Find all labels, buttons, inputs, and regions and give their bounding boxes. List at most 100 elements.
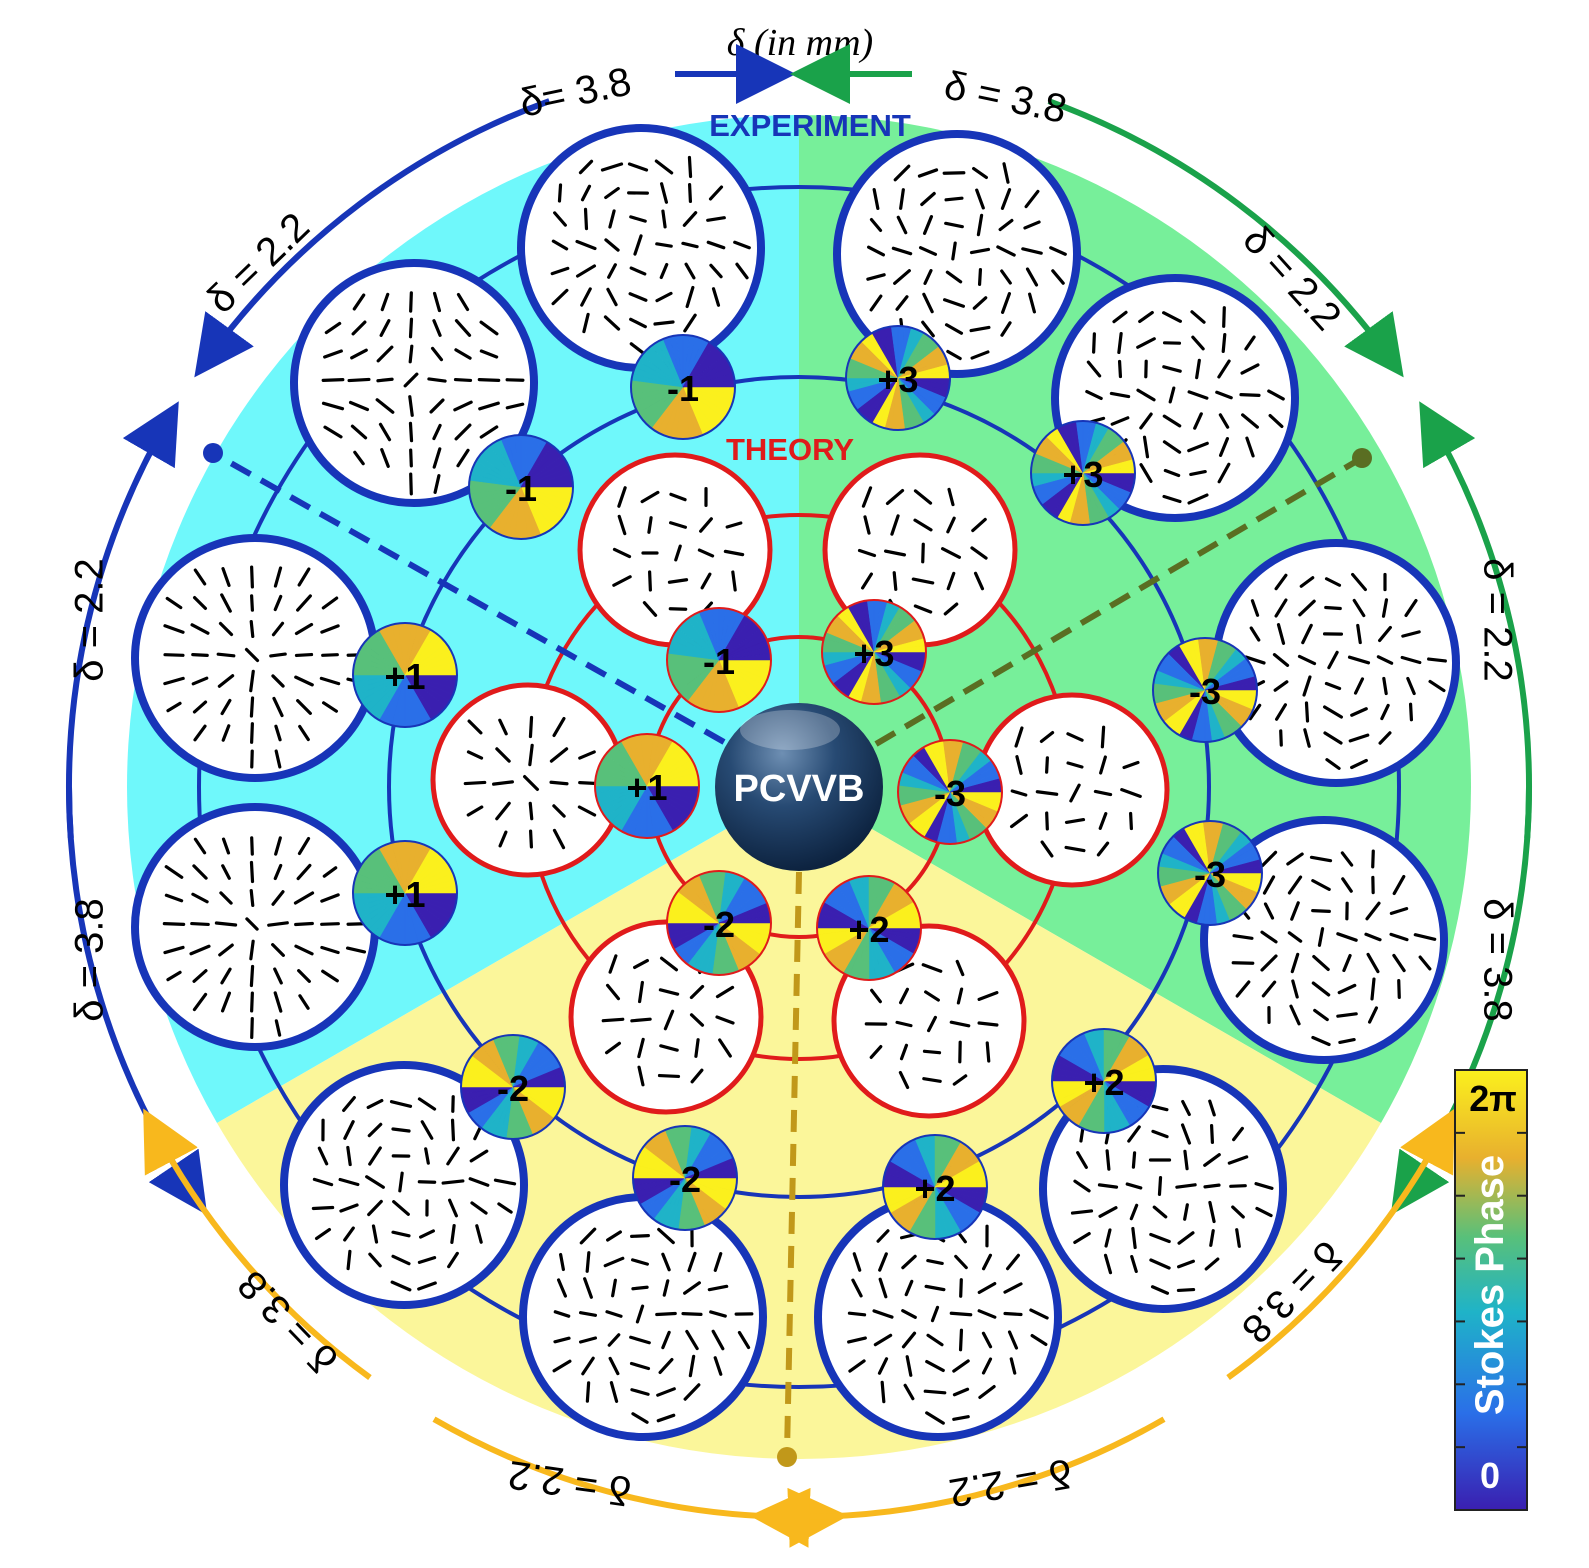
theory-phase-3: -3 [898, 740, 1002, 844]
dashed-end-gold [777, 1447, 797, 1467]
center-ball: PCVVB [715, 703, 883, 871]
theory-phase-1: -1 [667, 608, 771, 712]
pol-mark [894, 573, 896, 590]
unit-header: δ (in mm) [675, 22, 912, 74]
pol-mark [216, 923, 235, 925]
theory-pattern-4 [977, 695, 1167, 885]
pol-mark [378, 379, 392, 380]
experiment-phase-9: -3 [1153, 638, 1257, 742]
pol-mark [633, 1287, 647, 1289]
pol-mark [696, 1040, 698, 1057]
pol-mark [650, 572, 651, 590]
pol-mark [1107, 1151, 1109, 1169]
pol-mark [411, 319, 412, 337]
pol-mark [1133, 1229, 1135, 1248]
pol-mark [193, 655, 207, 656]
pol-mark [1281, 731, 1282, 745]
delta-label-10: δ = 2.2 [1475, 558, 1519, 681]
pol-mark [252, 838, 253, 854]
experiment-phase-7: +2 [883, 1135, 987, 1239]
pol-mark [323, 380, 343, 381]
experiment-phase-8: +2 [1052, 1029, 1156, 1133]
experiment-phase-6: -2 [633, 1126, 737, 1230]
experiment-label: EXPERIMENT [709, 108, 911, 143]
delta-label-6: δ = 2.2 [505, 1452, 633, 1513]
experiment-pattern-11 [523, 1197, 763, 1437]
pol-mark [494, 782, 513, 784]
pol-mark [251, 622, 253, 637]
experiment-pattern-6 [1216, 543, 1456, 783]
colorbar-min-label: 0 [1480, 1455, 1500, 1496]
delta-label-1: δ= 3.8 [516, 59, 635, 125]
colorbar-title: Stokes Phase [1468, 1155, 1512, 1415]
pol-mark [1306, 703, 1307, 721]
theory-phase-1-label: -1 [703, 641, 735, 682]
experiment-phase-12: +3 [1031, 421, 1135, 525]
pol-mark [660, 1076, 679, 1077]
experiment-phase-12-label: +3 [1062, 454, 1103, 495]
pol-mark [655, 322, 673, 324]
experiment-phase-3: +1 [353, 623, 457, 727]
pol-mark [455, 380, 470, 381]
pol-mark [1047, 758, 1048, 772]
pol-mark [251, 862, 252, 881]
pol-mark [296, 923, 313, 924]
delta-unit-label: δ (in mm) [727, 22, 873, 64]
pol-mark [657, 1313, 675, 1314]
pol-mark [252, 567, 253, 587]
pol-mark [683, 1314, 701, 1315]
delta-label-2: δ = 2.2 [199, 205, 318, 322]
theory-phase-2: +3 [822, 600, 926, 704]
pol-mark [1099, 1185, 1116, 1187]
experiment-phase-5: -2 [461, 1035, 565, 1139]
experiment-phase-9-label: -3 [1189, 671, 1221, 712]
pol-mark [1178, 1290, 1193, 1291]
pol-mark [670, 609, 685, 610]
pol-mark [1233, 963, 1253, 964]
pol-mark [1224, 308, 1225, 327]
pol-mark [1223, 335, 1225, 352]
pol-mark [1119, 334, 1121, 353]
pol-mark [632, 1236, 649, 1237]
experiment-phase-10-label: -3 [1194, 854, 1226, 895]
experiment-phase-1-label: -1 [667, 368, 699, 409]
pol-mark [946, 198, 962, 200]
pol-mark [587, 1383, 588, 1401]
pol-mark [218, 654, 234, 656]
pol-mark [252, 596, 253, 610]
pol-mark [313, 1208, 332, 1209]
pol-mark [1372, 979, 1374, 999]
pol-mark [1241, 395, 1259, 396]
pol-mark [251, 891, 253, 906]
pol-mark [251, 941, 253, 958]
pol-mark [690, 185, 691, 202]
pol-mark [924, 1051, 939, 1052]
pol-mark [1185, 1151, 1187, 1168]
pol-mark [1205, 1185, 1219, 1187]
pol-mark [1133, 1153, 1134, 1167]
pol-mark [987, 1043, 988, 1061]
pol-mark [551, 782, 567, 784]
experiment-phase-8-label: +2 [1083, 1062, 1124, 1103]
pol-mark [429, 379, 445, 381]
pol-mark [252, 724, 253, 743]
experiment-phase-4-label: +1 [384, 874, 425, 915]
pol-mark [530, 717, 531, 736]
experiment-phase-5-label: -2 [497, 1068, 529, 1109]
pol-mark [323, 655, 338, 656]
pol-mark [1102, 727, 1103, 747]
experiment-phase-2: -1 [469, 435, 573, 539]
experiment-phase-10: -3 [1158, 821, 1262, 925]
pol-mark [443, 1181, 463, 1183]
pol-mark [164, 924, 183, 925]
pol-mark [251, 698, 252, 716]
pol-mark [252, 1019, 253, 1038]
pol-mark [411, 474, 412, 494]
pol-mark [649, 518, 651, 532]
pol-mark [296, 655, 311, 656]
pol-mark [603, 1019, 622, 1020]
pol-mark [663, 211, 665, 227]
pol-mark [348, 1251, 350, 1268]
pol-mark [587, 1253, 589, 1272]
pol-mark [849, 1313, 864, 1315]
